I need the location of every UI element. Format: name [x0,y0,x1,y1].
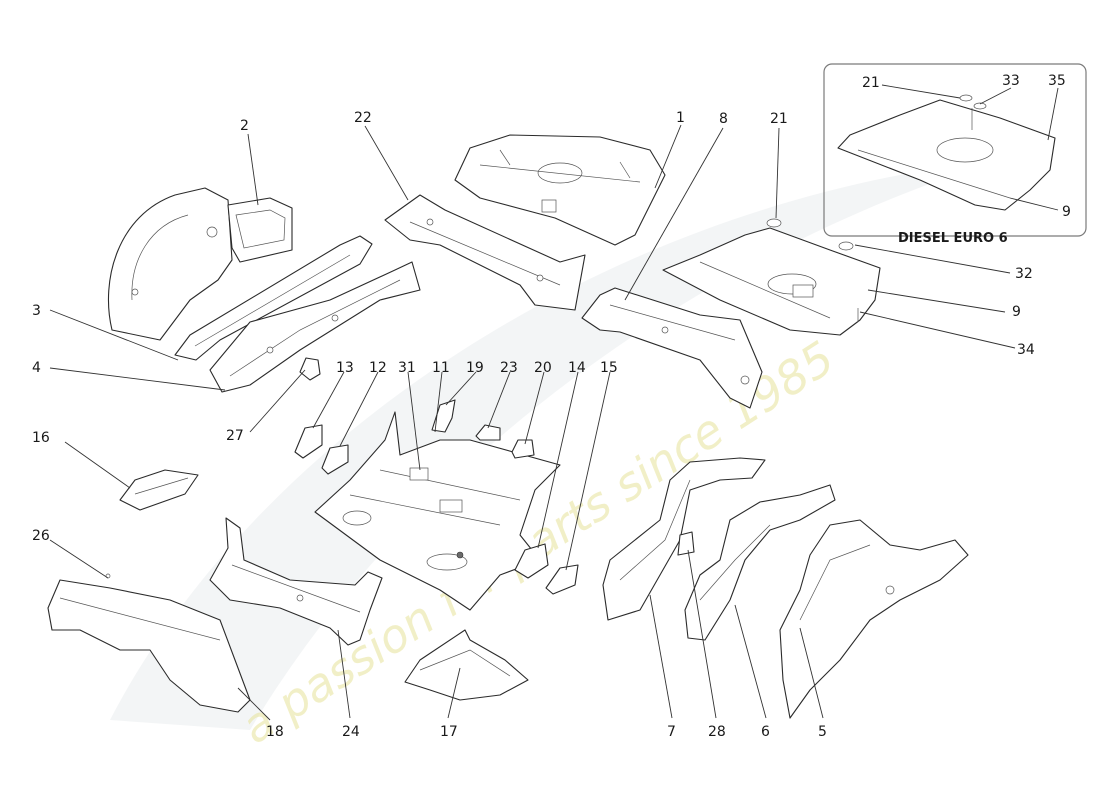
leader-lines [49,84,1059,721]
callout-4: 4 [32,360,41,376]
callout-12: 12 [369,360,387,376]
callout-27: 27 [226,428,244,444]
part-9-spare-tub [662,218,881,336]
callout-8: 8 [719,111,728,127]
callout-34: 34 [1017,342,1035,358]
callout-32: 32 [1015,266,1033,282]
part-floor-pan [314,411,561,611]
part-14-bracket [514,543,549,579]
callout-21-inset: 21 [862,75,880,91]
part-24-cross-member [209,517,383,646]
part-20-bracket [511,439,535,459]
inset-diesel-euro-6: DIESEL EURO 6 [823,63,1087,246]
callout-16: 16 [32,430,50,446]
inset-label: DIESEL EURO 6 [898,231,1008,246]
callout-14: 14 [568,360,586,376]
callout-6: 6 [761,724,770,740]
callout-28: 28 [708,724,726,740]
callout-22: 22 [354,110,372,126]
callout-35: 35 [1048,73,1066,89]
callout-7: 7 [667,724,676,740]
part-2-rear-wheelhouse [107,187,293,341]
part-8-rear-rail [581,287,763,409]
callout-3: 3 [32,303,41,319]
part-13-bracket [294,424,323,459]
callout-11: 11 [432,360,450,376]
part-12-bracket [321,444,349,475]
callout-33: 33 [1002,73,1020,89]
callout-2: 2 [240,118,249,134]
part-6-outer-arch [684,484,836,641]
callout-18: 18 [266,724,284,740]
callout-15: 15 [600,360,618,376]
callout-17: 17 [440,724,458,740]
callout-5: 5 [818,724,827,740]
callout-24: 24 [342,724,360,740]
callout-21-main: 21 [770,111,788,127]
part-15-bracket [545,564,579,595]
callout-23: 23 [500,360,518,376]
part-22-cross-member [384,194,586,311]
callout-1: 1 [676,110,685,126]
part-17-tunnel-piece [404,629,529,701]
callout-19: 19 [466,360,484,376]
inset-frame [823,63,1087,237]
part-5-wheelhouse-liner [779,519,969,719]
part-27-bracket [299,357,321,381]
callout-20: 20 [534,360,552,376]
part-1-parcel-shelf [454,134,666,246]
callout-31: 31 [398,360,416,376]
callout-13: 13 [336,360,354,376]
part-18-rear-panel [47,573,251,713]
part-4-rail [209,261,421,393]
part-23-bracket [475,424,501,441]
callout-9-inset: 9 [1062,204,1071,220]
callout-26: 26 [32,528,50,544]
part-16-bracket [119,469,199,511]
callouts: 2 22 1 8 21 21 33 35 9 32 9 34 3 4 27 13… [32,73,1071,740]
part-3-side-member [174,235,373,361]
callout-9-main: 9 [1012,304,1021,320]
part-7-inner-arch [602,457,766,621]
part-28-bracket [677,531,695,556]
part-19-bracket [431,399,456,433]
